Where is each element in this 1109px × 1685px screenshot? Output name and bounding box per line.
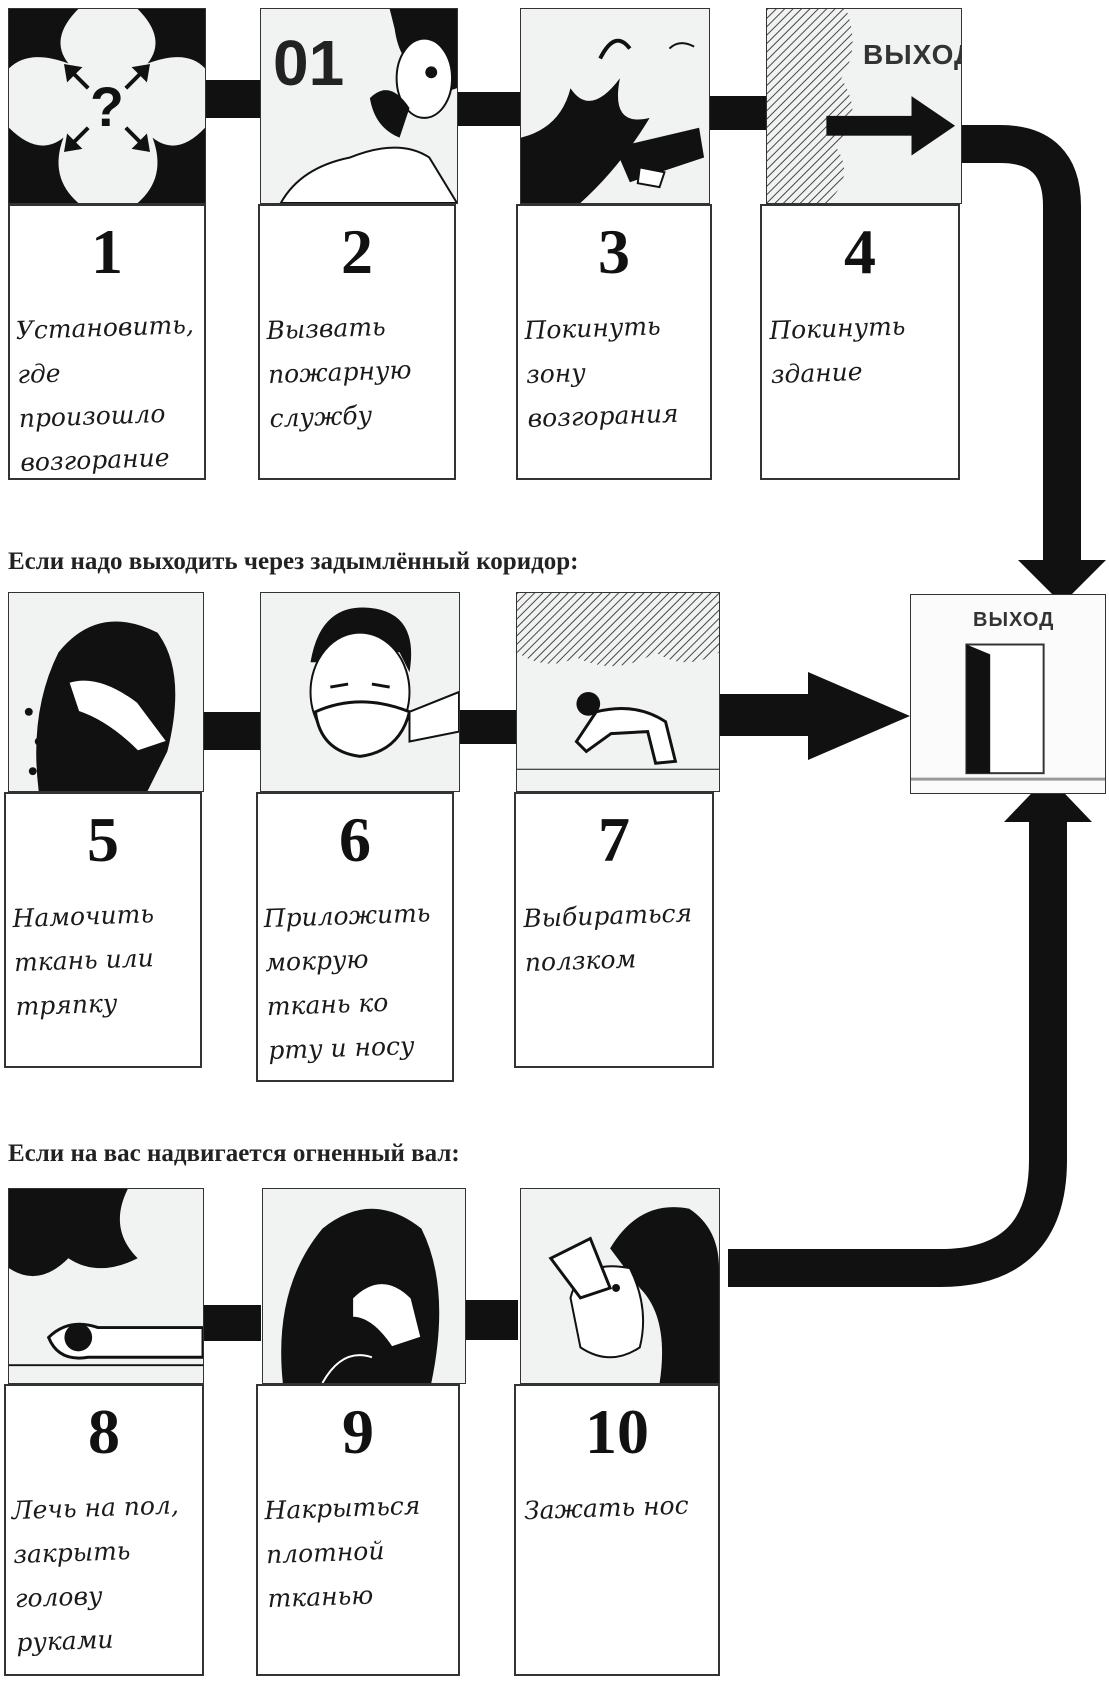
step-card-4: 4 Покинуть здание (760, 204, 960, 480)
step-number: 8 (88, 1396, 120, 1467)
step-card-5: 5 Намочить ткань или тряпку (4, 792, 202, 1068)
step-5-illustration (8, 592, 204, 792)
step-card-7: 7 Выбираться ползком (514, 792, 714, 1068)
wet-cloth-icon (24, 621, 176, 791)
step-text: Накрыться плотной тканью (263, 1490, 421, 1614)
smoke-corridor-heading: Если надо выходить через задымлённый кор… (8, 548, 579, 575)
leaving-fire-icon (521, 38, 705, 203)
step-card-9: 9 Накрыться плотной тканью (256, 1384, 460, 1676)
fire-question-icon: ? (9, 9, 205, 203)
cover-mouth-icon (309, 607, 459, 758)
step-text: Лечь на пол, закрыть голову руками (11, 1490, 180, 1658)
step-2-illustration: 01 (260, 8, 458, 204)
step-text: Намочить ткань или тряпку (11, 899, 155, 1022)
step-card-3: 3 Покинуть зону возгорания (516, 204, 712, 480)
step-number: 2 (341, 216, 373, 287)
step-1-illustration: ? (8, 8, 206, 204)
step-number: 7 (598, 804, 630, 875)
phone-number-label: 01 (273, 27, 345, 99)
exit-door-icon (911, 643, 1105, 781)
exit-sign-box: ВЫХОД (973, 609, 1055, 631)
step-text: Установить, где произошло возгорание (15, 309, 195, 478)
step-number: 3 (598, 216, 630, 287)
step-6-illustration (260, 592, 460, 792)
step-10-illustration (520, 1188, 720, 1384)
step-4-illustration: ВЫХОД (766, 8, 962, 204)
step-9-illustration (262, 1188, 466, 1384)
step-number: 1 (91, 216, 123, 287)
step-text: Покинуть здание (768, 311, 906, 390)
step-card-1: 1 Установить, где произошло возгорание (8, 204, 206, 480)
crawl-icon (517, 593, 719, 770)
step-7-illustration (516, 592, 720, 792)
step-text: Вызвать пожарную службу (265, 311, 412, 434)
exit-door-box: ВЫХОД (910, 594, 1106, 794)
step-number: 6 (339, 804, 371, 875)
svg-text:?: ? (90, 76, 124, 138)
step-number: 9 (342, 1396, 374, 1467)
step-card-2: 2 Вызвать пожарную службу (258, 204, 456, 480)
step-8-illustration (8, 1188, 204, 1384)
step-card-10: 10 Зажать нос (514, 1384, 720, 1676)
step-card-8: 8 Лечь на пол, закрыть голову руками (4, 1384, 204, 1676)
phone-call-icon (279, 9, 457, 203)
step-number: 5 (87, 804, 119, 875)
step-number: 10 (585, 1396, 649, 1467)
step-card-6: 6 Приложить мокрую ткань ко рту и носу (256, 792, 454, 1082)
fire-wave-heading: Если на вас надвигается огненный вал: (8, 1140, 460, 1167)
step-number: 4 (844, 216, 876, 287)
exit-sign-top: ВЫХОД (863, 39, 961, 70)
cover-with-cloth-icon (281, 1208, 440, 1383)
lie-down-icon (9, 1189, 203, 1367)
step-text: Приложить мокрую ткань ко рту и носу (263, 898, 431, 1066)
pinch-nose-icon (548, 1207, 719, 1383)
step-text: Покинуть зону возгорания (523, 311, 679, 434)
step-3-illustration (520, 8, 710, 204)
step-text: Выбираться ползком (522, 898, 693, 978)
exit-smoke-icon (767, 9, 956, 203)
step-text: Зажать нос (523, 1490, 690, 1526)
